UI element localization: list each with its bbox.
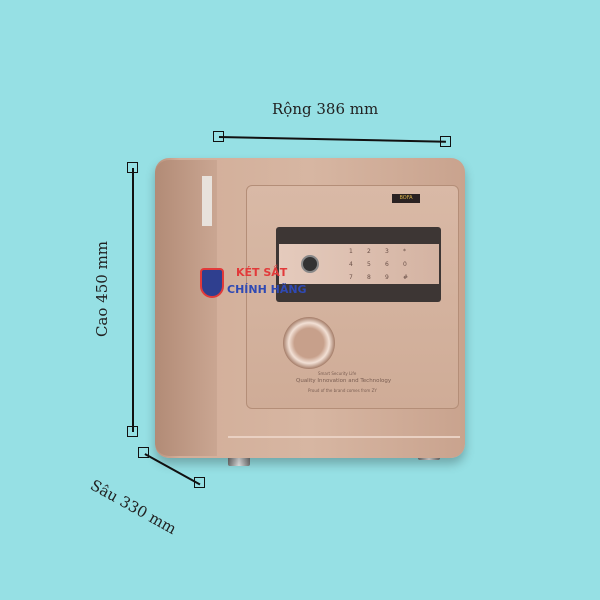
keypad-key[interactable]: # <box>403 274 409 281</box>
brand-badge: BOFA <box>392 194 420 203</box>
watermark-line2: CHÍNH HÃNG <box>227 283 307 296</box>
keypad-key[interactable]: 1 <box>349 248 353 255</box>
keypad-key[interactable]: 2 <box>367 248 371 255</box>
width-line <box>218 136 446 143</box>
door-knob[interactable] <box>283 317 335 369</box>
door-text-2: Quality Innovation and Technology <box>296 378 392 384</box>
side-label-sticker <box>202 176 212 226</box>
trim-strip <box>228 436 460 438</box>
foot <box>228 456 250 466</box>
width-label: Rộng 386 mm <box>272 100 379 118</box>
width-marker-left <box>213 131 224 142</box>
keypad-key[interactable]: 7 <box>349 274 353 281</box>
keypad-key[interactable]: 5 <box>367 261 371 268</box>
door-text-1: Smart Security Life <box>318 371 357 376</box>
keypad-key[interactable]: 4 <box>349 261 353 268</box>
keypad-key[interactable]: 6 <box>385 261 389 268</box>
keypad-key[interactable]: 3 <box>385 248 389 255</box>
depth-marker-back <box>194 477 205 488</box>
width-marker-right <box>440 136 451 147</box>
watermark-shield-icon <box>200 268 224 298</box>
height-line <box>132 168 134 432</box>
keypad-key[interactable]: 8 <box>367 274 371 281</box>
door-text-3: Proud of the brand comes from ZY <box>308 388 377 393</box>
fingerprint-sensor[interactable] <box>301 255 319 273</box>
height-marker-bottom <box>127 426 138 437</box>
depth-label: Sâu 330 mm <box>87 476 180 539</box>
height-marker-top <box>127 162 138 173</box>
keypad-key[interactable]: 0 <box>403 261 407 268</box>
watermark-line1: KÉT SẮT <box>236 266 288 279</box>
height-label: Cao 450 mm <box>93 240 111 338</box>
depth-marker-front <box>138 447 149 458</box>
keypad-key[interactable]: 9 <box>385 274 389 281</box>
keypad-key[interactable]: * <box>403 248 406 255</box>
